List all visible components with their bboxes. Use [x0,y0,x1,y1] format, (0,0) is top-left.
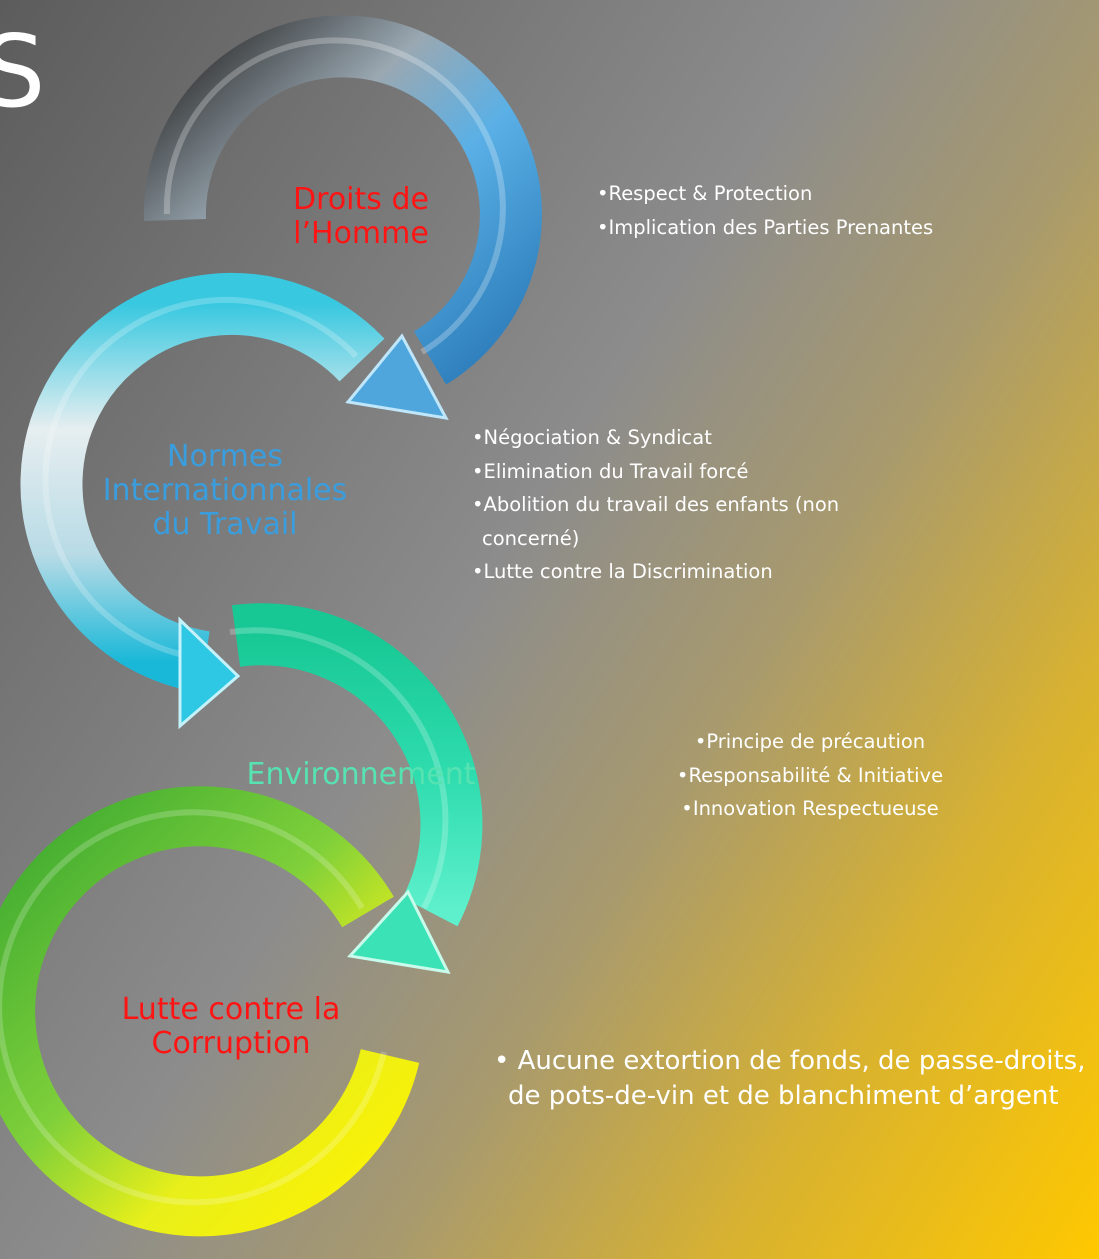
bullet-item: Responsabilité & Initiative [640,759,980,793]
bullet-item: Implication des Parties Prenantes [597,211,934,245]
bullet-item: Respect & Protection [597,177,933,211]
ring-droits [143,15,542,420]
stage-title-line: Internationnales [102,472,348,508]
stage-title-line: l’Homme [293,215,429,251]
arrowhead-normes [178,616,241,730]
bullet-item: Abolition du travail des enfants (non [472,488,840,522]
arrowhead-environnement [347,889,451,974]
slide-title-fragment: S [0,13,46,130]
bullet-item: Innovation Respectueuse [640,792,980,826]
stage-title-line: du Travail [152,506,298,542]
stage-title-line: Normes [167,439,283,474]
bullet-item: Elimination du Travail forcé [472,455,839,489]
bullet-item: Lutte contre la Discrimination [472,555,839,589]
bullets-environnement: Principe de précaution Responsabilité & … [640,725,980,826]
ring-corruption [0,786,420,1237]
stage-title-corruption: Lutte contre la Corruption [96,993,366,1061]
stage-title-environnement: Environnement [226,758,496,792]
stage-title-line: Environnement [246,757,476,792]
ring-environnement [229,603,483,974]
ring-normes [20,272,385,730]
bullets-corruption: Aucune extortion de fonds, de passe-droi… [494,1044,1085,1114]
stage-title-droits: Droits de l’Homme [236,183,486,251]
stage-title-line: Lutte contre la [121,992,341,1027]
bullets-droits: Respect & Protection Implication des Par… [597,177,934,245]
bullets-normes: Négociation & Syndicat Elimination du Tr… [472,421,839,589]
bullet-item-continuation: de pots-de-vin et de blanchiment d’argen… [508,1081,1059,1111]
bullet-item: Principe de précaution [640,725,980,759]
stage-title-line: Corruption [151,1025,311,1061]
arrowhead-droits [345,333,449,420]
bullet-item-continuation: concerné) [482,526,580,550]
bullet-item: Aucune extortion de fonds, de passe-droi… [494,1044,1086,1079]
stage-title-line: Droits de [293,182,429,217]
bullet-item: Négociation & Syndicat [472,421,839,455]
stage-title-normes: Normes Internationnales du Travail [90,440,360,542]
